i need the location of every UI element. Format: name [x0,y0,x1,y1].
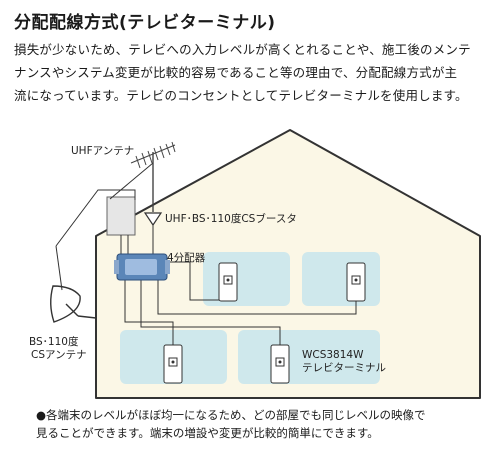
intro-line-2: ナンスやシステム変更が比較的容易であること等の理由で、分配配線方式が主 [14,65,458,80]
room-upper-middle [203,252,290,306]
footnote-line-2: 見ることができます。端末の増設や変更が比較的簡単にできます。 [36,426,379,440]
splitter-label: 4分配器 [167,252,206,264]
booster-icon [143,212,163,227]
booster-label: UHF･BS･110度CSブースタ [165,212,297,225]
terminal-outlet-3 [163,344,183,384]
room-upper-right [302,252,380,306]
footnote-line-1: ●各端末のレベルがほぼ均一になるため、どの部屋でも同じレベルの映像で [36,408,426,422]
terminal-outlet-2 [346,262,366,302]
intro-line-1: 損失が少ないため、テレビへの入力レベルが高くとれることや、施工後のメンテ [14,42,471,57]
footnote: ●各端末のレベルがほぼ均一になるため、どの部屋でも同じレベルの映像で 見ることが… [36,406,486,442]
distribution-wiring-diagram: UHFアンテナ UHF･BS･110度CSブースタ 4分配器 [29,129,481,399]
bs-antenna-label-line2: CSアンテナ [31,349,87,361]
terminal-outlet-4 [270,344,290,384]
uhf-antenna-icon [130,141,176,212]
terminal-name-label: テレビターミナル [302,362,386,374]
uhf-antenna-label: UHFアンテナ [71,145,134,157]
intro-paragraph: 損失が少ないため、テレビへの入力レベルが高くとれることや、施工後のメンテ ナンス… [14,38,496,107]
terminal-model-label: WCS3814W [302,349,364,361]
bs-antenna-label-line1: BS･110度 [29,335,79,348]
terminal-outlet-1 [218,262,238,302]
intro-line-3: 流になっています。テレビのコンセントとしてテレビターミナルを使用します。 [14,88,468,103]
page-title: 分配配線方式(テレビターミナル) [14,13,276,33]
splitter-icon [114,253,170,281]
bs-cs-dish-icon [50,245,97,323]
booster-housing [106,196,136,236]
